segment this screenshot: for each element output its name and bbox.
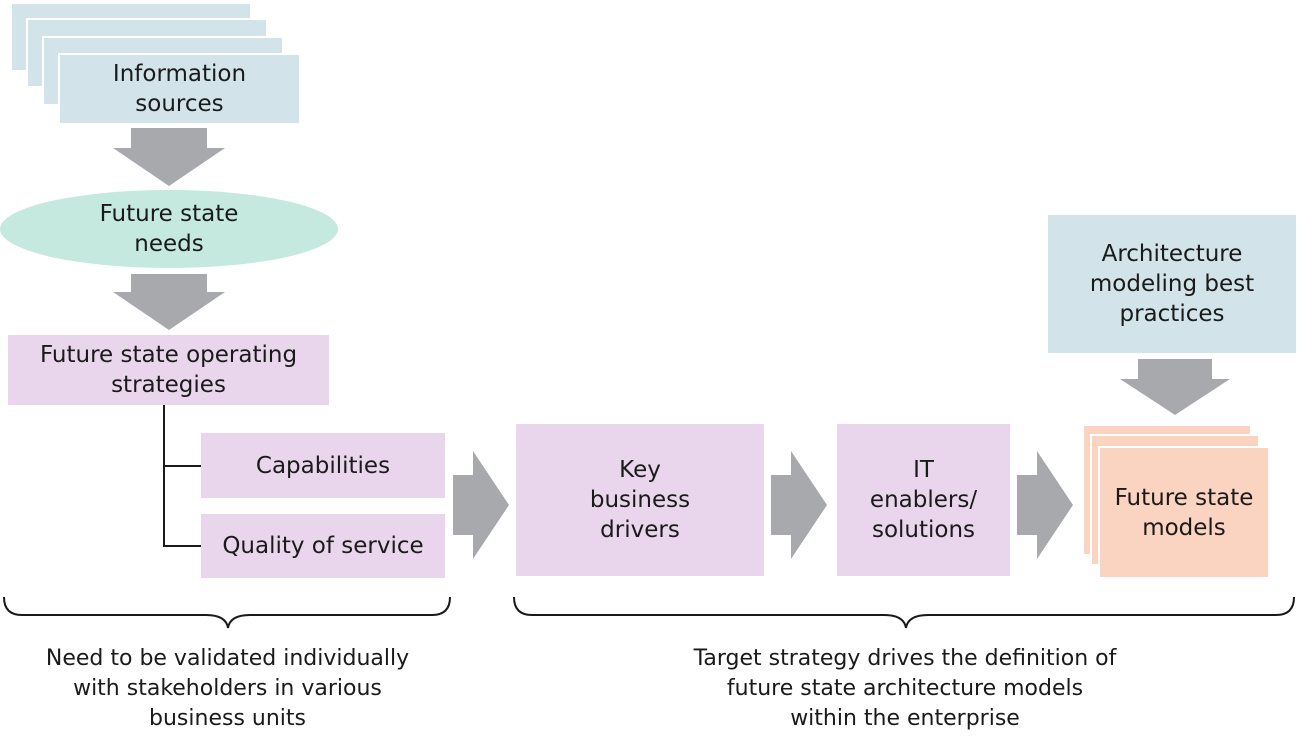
capabilities-label: Capabilities [255, 452, 391, 479]
right-arrow-to-key-drivers [453, 451, 509, 559]
future-state-models-label: Future state models [1114, 484, 1254, 541]
down-arrow-needs-to-strategies [113, 274, 225, 330]
key-business-drivers-box: Key business drivers [516, 424, 764, 576]
left-caption: Need to be validated individually with s… [45, 646, 410, 731]
right-arrow-to-it-enablers [771, 451, 827, 559]
down-arrow-sources-to-needs [113, 128, 225, 186]
connector-to-quality [163, 545, 201, 547]
operating-strategies-label: Future state operating strategies [39, 342, 298, 398]
quality-of-service-box: Quality of service [201, 514, 445, 578]
capabilities-box: Capabilities [201, 433, 445, 498]
best-practices-box: Architecture modeling best practices [1048, 215, 1296, 353]
connector-to-capabilities [163, 465, 201, 467]
information-sources-label: Information sources [112, 61, 247, 117]
right-arrow-to-future-models [1017, 451, 1073, 559]
right-caption: Target strategy drives the definition of… [693, 646, 1117, 731]
best-practices-label: Architecture modeling best practices [1089, 241, 1255, 327]
future-state-needs-label: Future state needs [99, 201, 239, 257]
it-enablers-box: IT enablers/ solutions [837, 424, 1010, 576]
key-business-drivers-label: Key business drivers [589, 457, 691, 543]
left-brace [3, 596, 451, 629]
down-arrow-best-practices-to-models [1120, 359, 1230, 415]
future-state-models-box: Future state models [1098, 446, 1270, 579]
right-brace [513, 596, 1295, 629]
quality-of-service-label: Quality of service [222, 533, 424, 559]
connector-vertical [163, 405, 165, 547]
future-state-needs-ellipse: Future state needs [0, 190, 338, 268]
it-enablers-label: IT enablers/ solutions [869, 457, 978, 543]
information-sources-box: Information sources [58, 53, 301, 125]
operating-strategies-box: Future state operating strategies [8, 335, 329, 405]
